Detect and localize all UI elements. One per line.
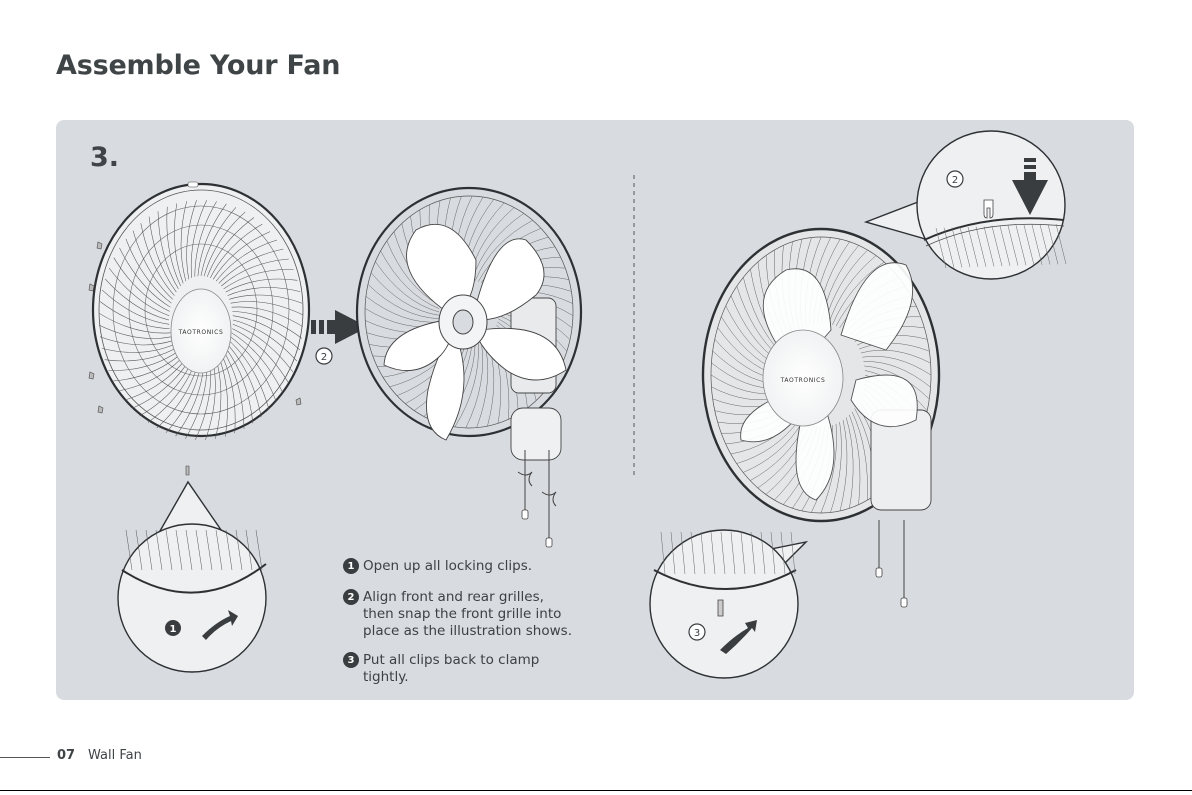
callout-close-clip: 3 [650, 530, 806, 678]
step-panel: TAOTRONICS 1 [56, 120, 1134, 700]
page-footer: 07 Wall Fan [0, 748, 300, 768]
callout-open-clip: 1 [118, 482, 268, 672]
callout-badge-2b: 2 [952, 175, 958, 186]
callout-badge-3: 3 [694, 628, 700, 639]
footer-rule [0, 757, 50, 758]
callout-snap-grille: 2 [866, 131, 1066, 279]
callout-badge-2a: 2 [321, 352, 327, 363]
instruction-badge-1: 1 [343, 558, 359, 574]
brand-logo-right: TAOTRONICS [780, 377, 826, 384]
instruction-badge-2: 2 [343, 589, 359, 605]
instruction-text-2: Align front and rear grilles, then snap … [363, 589, 578, 640]
page-title: Assemble Your Fan [56, 50, 340, 81]
callout-badge-1: 1 [170, 624, 177, 635]
brand-logo-left: TAOTRONICS [178, 329, 224, 336]
assembly-illustration: TAOTRONICS 1 [56, 120, 1134, 700]
instruction-3: 3 Put all clips back to clamp tightly. [343, 652, 578, 686]
instruction-1: 1 Open up all locking clips. [343, 558, 578, 575]
step-number: 3. [90, 142, 119, 173]
footer-label: Wall Fan [88, 748, 142, 763]
bottom-rule [0, 790, 1192, 791]
instruction-badge-3: 3 [343, 652, 359, 668]
front-grille-illustration: TAOTRONICS [89, 182, 309, 475]
instruction-2: 2 Align front and rear grilles, then sna… [343, 589, 578, 640]
rear-fan-illustration [357, 188, 581, 547]
instruction-text-1: Open up all locking clips. [363, 558, 578, 575]
page-number: 07 [57, 748, 75, 763]
instruction-text-3: Put all clips back to clamp tightly. [363, 652, 578, 686]
